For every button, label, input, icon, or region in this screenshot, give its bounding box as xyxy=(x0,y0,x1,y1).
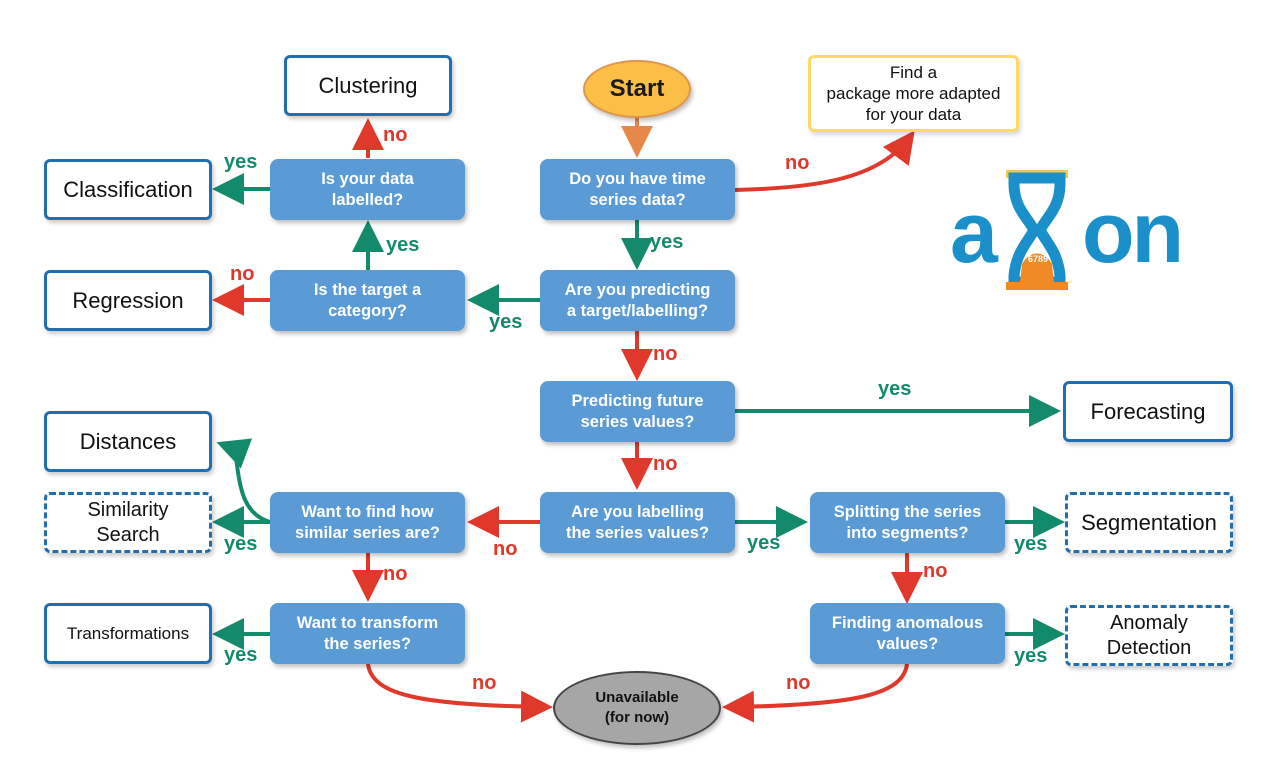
outcome-regression: Regression xyxy=(44,270,212,331)
label-yes-anomalous-values: yes xyxy=(1014,645,1048,667)
question-data-labelled: Is your data labelled? xyxy=(270,159,465,220)
outcome-clustering: Clustering xyxy=(284,55,452,116)
question-anomalous-values: Finding anomalous values? xyxy=(810,603,1005,664)
outcome-classification: Classification xyxy=(44,159,212,220)
label-no-anomalous-values: no xyxy=(786,672,811,694)
label-yes-data-labelled: yes xyxy=(224,151,258,173)
outcome-find-package: Find a package more adapted for your dat… xyxy=(808,55,1019,132)
logo-digits: 4 5 6789 xyxy=(1027,245,1049,264)
label-no-time-series: no xyxy=(785,152,810,174)
label-yes-labelling-values: yes xyxy=(747,532,781,554)
label-yes-target-category: yes xyxy=(386,234,420,256)
unavailable-node: Unavailable (for now) xyxy=(553,671,721,745)
label-yes-time-series: yes xyxy=(650,231,684,253)
edge-time-series-no xyxy=(734,130,915,192)
label-no-future-values: no xyxy=(653,453,678,475)
aeon-logo: a 4 5 6789 on xyxy=(950,160,1184,305)
question-time-series: Do you have time series data? xyxy=(540,159,735,220)
outcome-forecasting: Forecasting xyxy=(1063,381,1233,442)
edge-anomalous-values-no xyxy=(722,663,909,723)
question-transform-series: Want to transform the series? xyxy=(270,603,465,664)
label-no-data-labelled: no xyxy=(383,124,408,146)
question-future-values: Predicting future series values? xyxy=(540,381,735,442)
label-no-predicting-target: no xyxy=(653,343,678,365)
edge-transform-series-no xyxy=(366,663,553,723)
question-predicting-target: Are you predicting a target/labelling? xyxy=(540,270,735,331)
outcome-transformations: Transformations xyxy=(44,603,212,664)
edge-similar-series-yes-distances xyxy=(216,438,271,524)
label-yes-splitting-segments: yes xyxy=(1014,533,1048,555)
label-yes-predicting-target: yes xyxy=(489,311,523,333)
label-no-labelling-values: no xyxy=(493,538,518,560)
label-yes-future-values: yes xyxy=(878,378,912,400)
outcome-similarity-search: Similarity Search xyxy=(44,492,212,553)
start-node: Start xyxy=(583,60,691,118)
hourglass-icon xyxy=(1006,170,1068,290)
outcome-distances: Distances xyxy=(44,411,212,472)
label-no-splitting-segments: no xyxy=(923,560,948,582)
question-target-category: Is the target a category? xyxy=(270,270,465,331)
label-no-target-category: no xyxy=(230,263,255,285)
label-no-transform-series: no xyxy=(472,672,497,694)
question-labelling-values: Are you labelling the series values? xyxy=(540,492,735,553)
outcome-anomaly-detection: Anomaly Detection xyxy=(1065,605,1233,666)
question-similar-series: Want to find how similar series are? xyxy=(270,492,465,553)
label-yes-transform-series: yes xyxy=(224,644,258,666)
label-yes-similar-series: yes xyxy=(224,533,258,555)
logo-text-right: on xyxy=(1082,185,1184,281)
outcome-segmentation: Segmentation xyxy=(1065,492,1233,553)
logo-text-left: a xyxy=(950,185,998,281)
label-no-similar-series: no xyxy=(383,563,408,585)
question-splitting-segments: Splitting the series into segments? xyxy=(810,492,1005,553)
